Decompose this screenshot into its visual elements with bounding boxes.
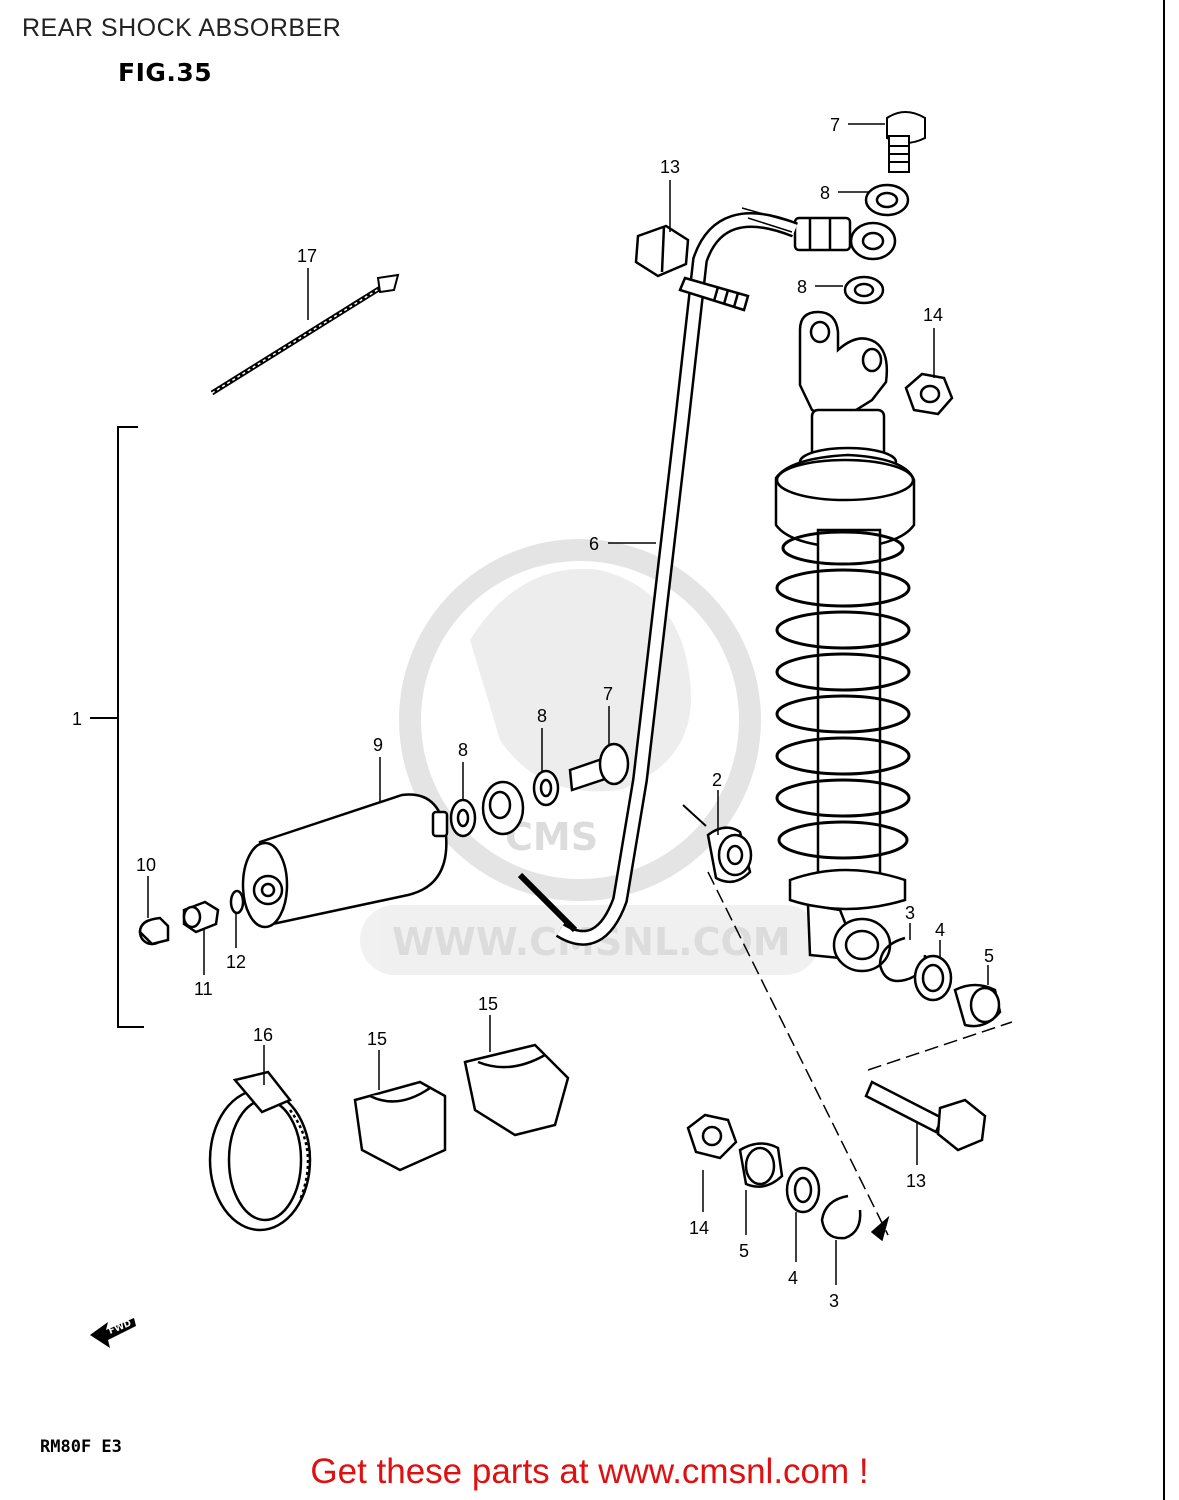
fwd-arrow-label: FWD	[107, 1319, 133, 1337]
washer-middle	[532, 769, 560, 807]
callout-14-bottom: 14	[689, 1218, 709, 1238]
valve-fitting	[182, 900, 220, 934]
callout-17: 17	[297, 246, 317, 266]
callout-4-bottom: 4	[788, 1268, 798, 1288]
axis-dash-lines	[707, 871, 1013, 1242]
callout-7-top: 7	[830, 115, 840, 135]
hose-banjo-lower	[481, 780, 525, 836]
washer-upper	[864, 183, 910, 217]
callout-labels: 7 8 13 8 17 14 1 6 9 8 8 7 2 10 11 12 3 …	[72, 115, 994, 1311]
callout-15-right: 15	[478, 994, 498, 1014]
reservoir-bolt	[568, 742, 630, 792]
callout-15-left: 15	[367, 1029, 387, 1049]
spacer-block-left	[353, 1080, 447, 1172]
seal-right	[913, 954, 953, 1002]
callout-2: 2	[712, 770, 722, 790]
callout-7-mid: 7	[603, 684, 613, 704]
fwd-arrow-icon: FWD	[90, 1318, 136, 1348]
reservoir-canister	[241, 793, 449, 929]
reservoir-cap	[138, 916, 170, 946]
spacer-block-right	[463, 1043, 570, 1137]
coil-spring	[775, 530, 911, 860]
callout-8-top: 8	[820, 183, 830, 203]
cable-tie	[210, 268, 400, 396]
callout-6: 6	[589, 534, 599, 554]
page-title: REAR SHOCK ABSORBER	[22, 14, 342, 42]
callout-5-bottom: 5	[739, 1241, 749, 1261]
callout-13-bottom: 13	[906, 1171, 926, 1191]
figure-label: FIG.35	[118, 58, 213, 87]
page-border-rule	[1163, 0, 1165, 1500]
callout-14-top: 14	[923, 305, 943, 325]
hose-clamp	[208, 1070, 312, 1232]
callout-3-bottom: 3	[829, 1291, 839, 1311]
callout-8-left: 8	[458, 740, 468, 760]
footer-cta-link[interactable]: Get these parts at www.cmsnl.com !	[310, 1452, 869, 1491]
callout-5-right: 5	[984, 946, 994, 966]
collar-right	[953, 983, 1002, 1028]
callout-11: 11	[194, 979, 213, 999]
model-code: RM80F E3	[40, 1437, 122, 1457]
washer-left	[449, 798, 477, 838]
callout-9: 9	[373, 735, 383, 755]
leader-lines	[147, 123, 989, 1285]
top-nut	[904, 372, 954, 416]
top-mount-bolt	[634, 224, 750, 312]
callout-4-right: 4	[935, 920, 945, 940]
o-ring	[229, 889, 245, 915]
shock-absorber-body	[774, 310, 916, 882]
lower-nut	[686, 1113, 738, 1160]
top-bolt	[886, 111, 926, 173]
banjo-fitting	[793, 216, 897, 261]
circlip-left	[820, 1194, 862, 1240]
washer-lower	[843, 275, 885, 305]
shock-lower-eye	[788, 868, 907, 973]
bushing	[682, 804, 753, 884]
callout-3-right: 3	[905, 903, 915, 923]
assembly-bracket	[90, 426, 144, 1028]
lower-mount-bolt	[864, 1080, 987, 1152]
reservoir-hose	[517, 207, 798, 946]
callout-12: 12	[226, 952, 246, 972]
callout-1: 1	[72, 709, 82, 729]
callout-13-top: 13	[660, 157, 680, 177]
collar-left	[738, 1142, 784, 1188]
callout-8-mid: 8	[797, 277, 807, 297]
callout-8-center: 8	[537, 706, 547, 726]
seal-left	[785, 1166, 821, 1214]
callout-10: 10	[136, 855, 156, 875]
callout-16: 16	[253, 1025, 273, 1045]
